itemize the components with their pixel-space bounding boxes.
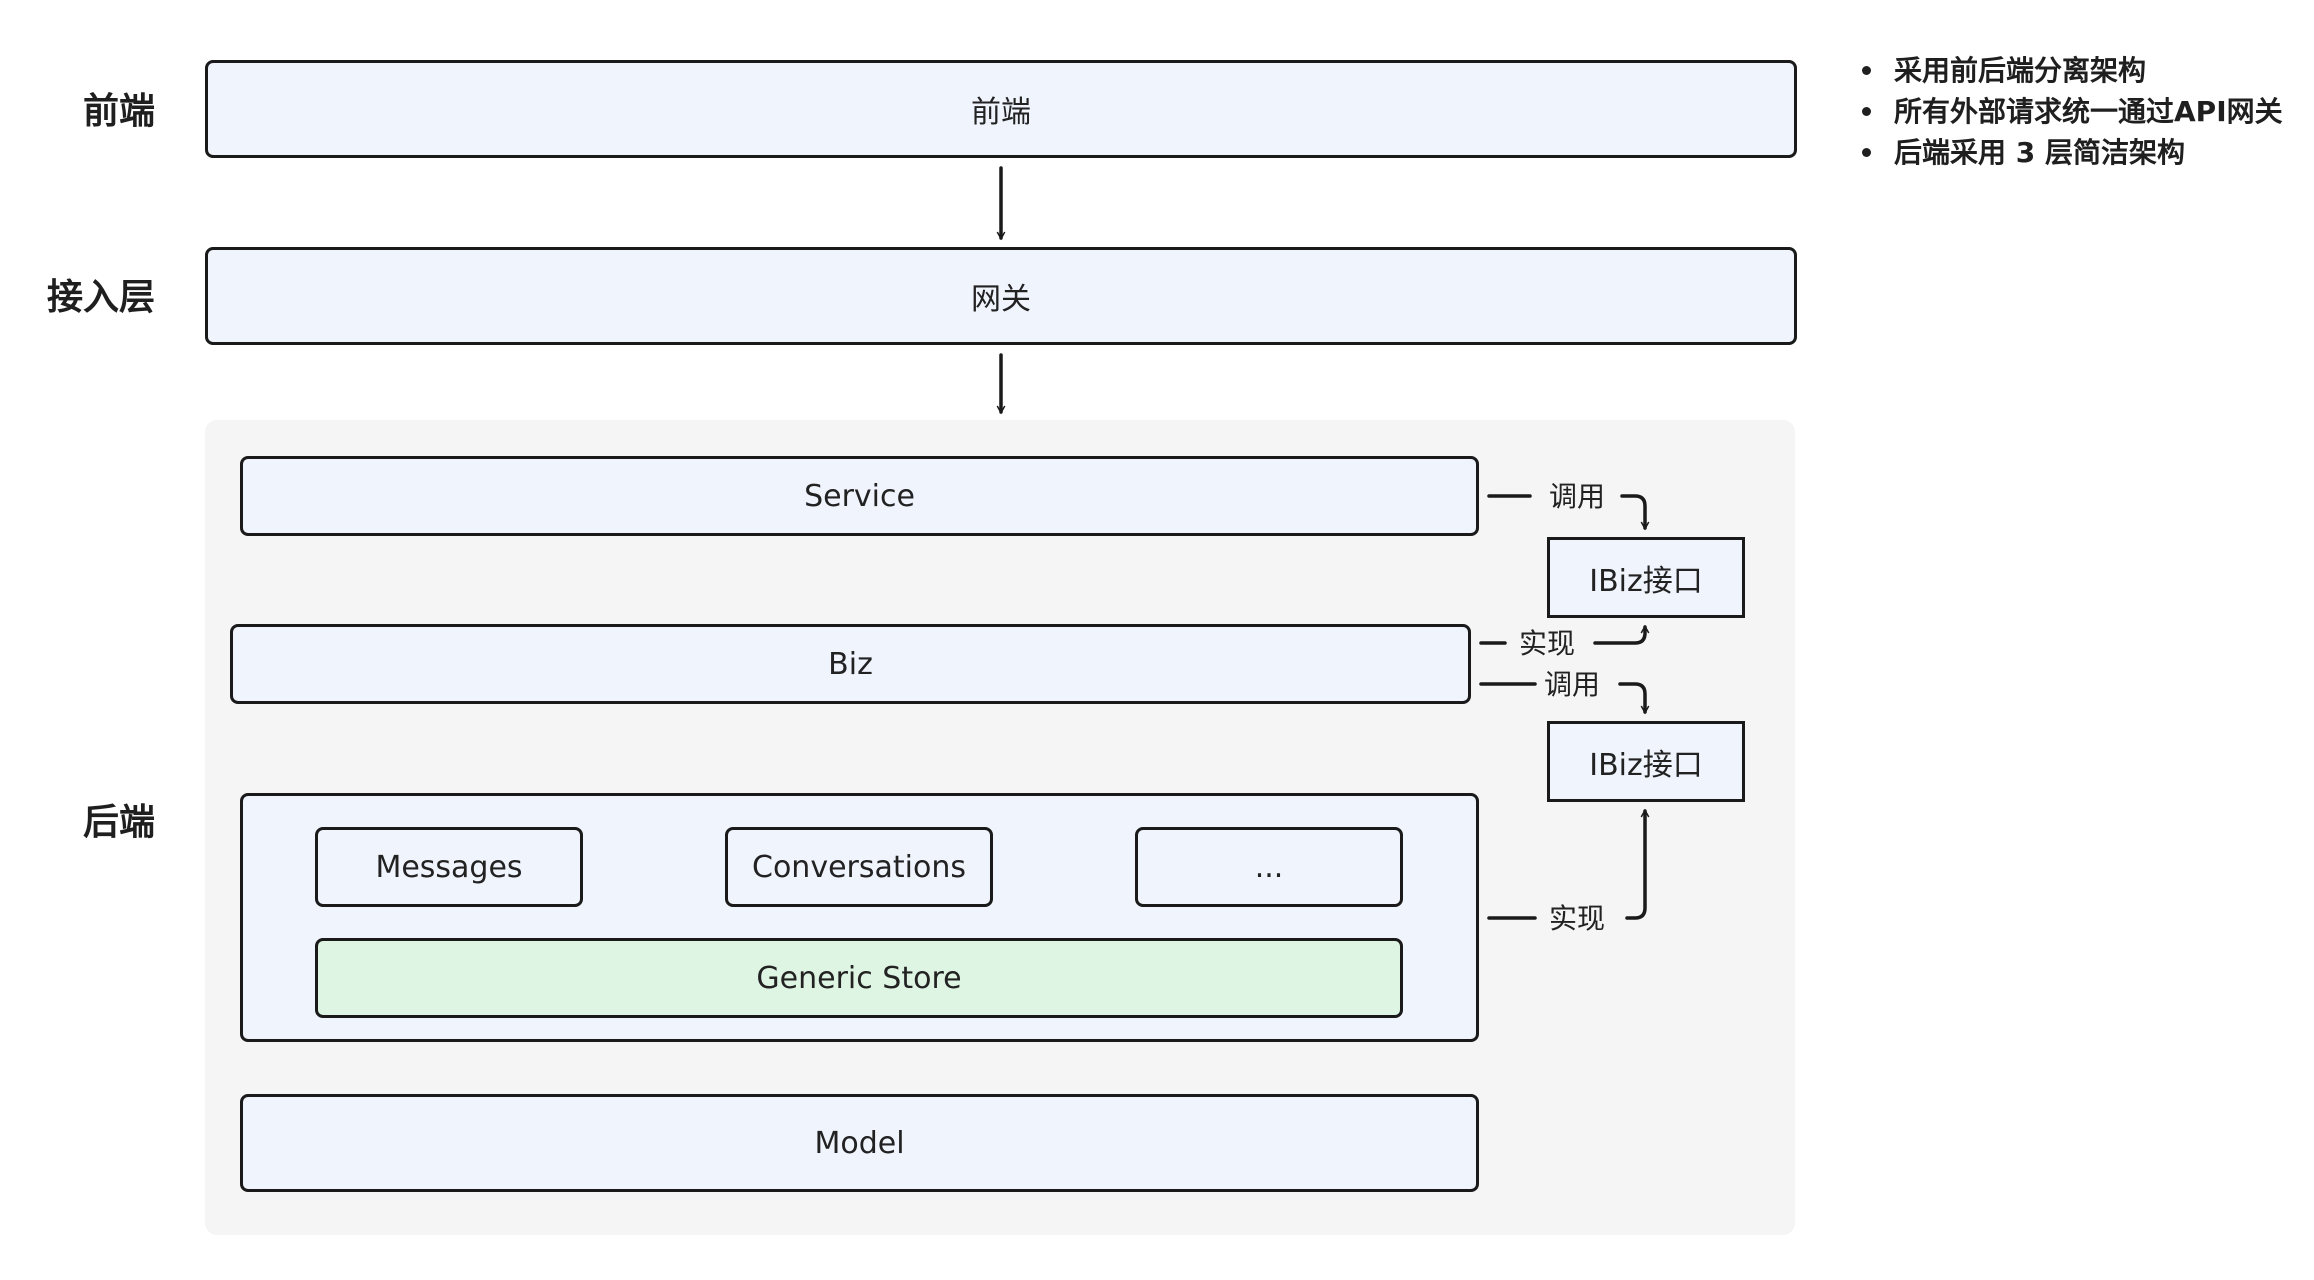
- note-item: 所有外部请求统一通过API网关: [1858, 91, 2283, 132]
- edge-label-service-call: 调用: [1545, 480, 1610, 514]
- conversations-box: Conversations: [725, 827, 993, 907]
- biz-box-label: Biz: [828, 646, 873, 682]
- messages-box: Messages: [315, 827, 583, 907]
- service-box-label: Service: [804, 478, 915, 514]
- more-box-label: ...: [1254, 849, 1284, 885]
- layer-label-access: 接入层: [46, 277, 155, 318]
- gateway-box-label: 网关: [971, 282, 1031, 317]
- edge-label-biz-call: 调用: [1540, 668, 1605, 702]
- biz-box: Biz: [230, 624, 1471, 704]
- layer-label-frontend: 前端: [82, 91, 155, 132]
- notes-list: 采用前后端分离架构 所有外部请求统一通过API网关 后端采用 3 层简洁架构: [1858, 50, 2283, 173]
- gateway-box: 网关: [205, 247, 1797, 345]
- note-item: 采用前后端分离架构: [1858, 50, 2283, 91]
- model-box-label: Model: [814, 1125, 905, 1161]
- frontend-box-label: 前端: [971, 95, 1031, 130]
- messages-box-label: Messages: [375, 849, 523, 885]
- layer-label-backend: 后端: [82, 802, 155, 843]
- edge-label-store-implements: 实现: [1545, 902, 1610, 936]
- ibiz-interface-bottom-label: IBiz接口: [1589, 747, 1703, 783]
- model-box: Model: [240, 1094, 1479, 1192]
- service-box: Service: [240, 456, 1479, 536]
- note-item: 后端采用 3 层简洁架构: [1858, 132, 2283, 173]
- more-box: ...: [1135, 827, 1403, 907]
- conversations-box-label: Conversations: [752, 849, 966, 885]
- edge-label-biz-implements: 实现: [1515, 627, 1580, 661]
- generic-store-box-label: Generic Store: [756, 960, 962, 996]
- generic-store-box: Generic Store: [315, 938, 1403, 1018]
- ibiz-interface-bottom: IBiz接口: [1547, 721, 1745, 802]
- ibiz-interface-top: IBiz接口: [1547, 537, 1745, 618]
- frontend-box: 前端: [205, 60, 1797, 158]
- ibiz-interface-top-label: IBiz接口: [1589, 563, 1703, 599]
